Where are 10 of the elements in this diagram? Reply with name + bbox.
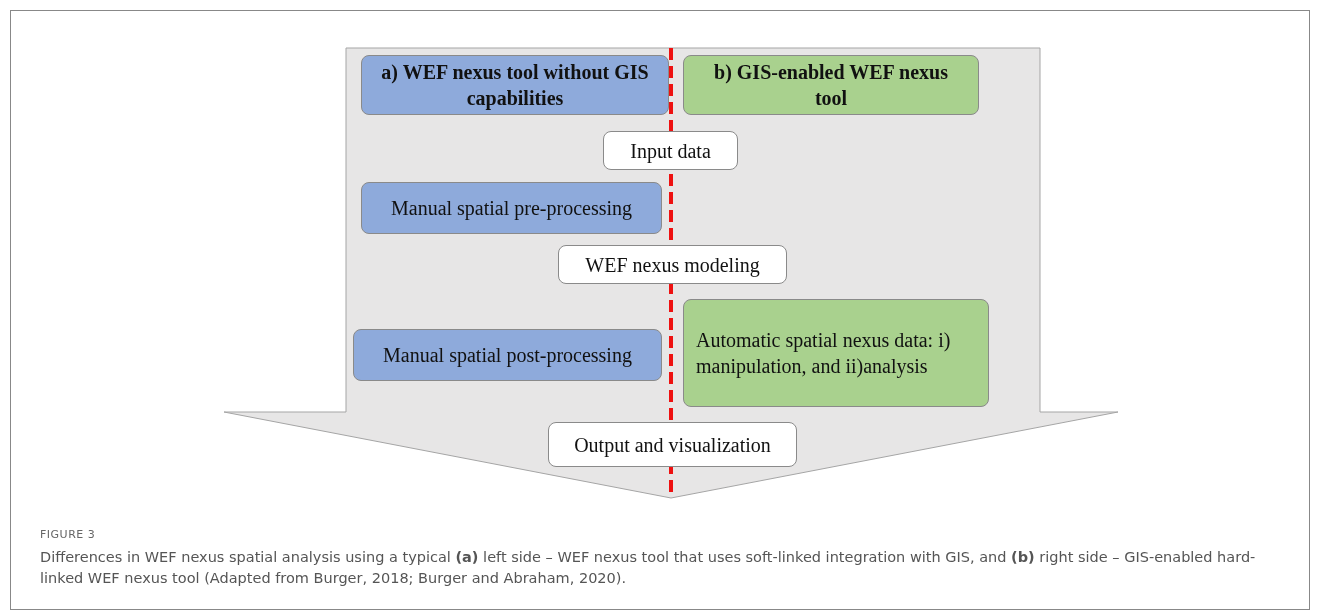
process-box: Manual spatial post-processing bbox=[353, 329, 662, 381]
figure-caption: Differences in WEF nexus spatial analysis using a typical (a) left side – WEF nexus tool that uses soft-linked integration with GIS, and (b) right side – GIS-enabled hard-linked WEF nexus tool (Adapted from Burger, 2018; Burger and Abraham, 2020). bbox=[40, 548, 1257, 588]
process-box: Input data bbox=[603, 131, 738, 170]
figure-title: FIGURE 3 bbox=[40, 528, 96, 541]
process-box: a) WEF nexus tool without GIS capabilities bbox=[361, 55, 669, 115]
process-box: Output and visualization bbox=[548, 422, 797, 467]
process-box: WEF nexus modeling bbox=[558, 245, 787, 284]
process-box: Automatic spatial nexus data: i) manipulation, and ii)analysis bbox=[683, 299, 989, 407]
process-box: b) GIS-enabled WEF nexus tool bbox=[683, 55, 979, 115]
process-box: Manual spatial pre-processing bbox=[361, 182, 662, 234]
